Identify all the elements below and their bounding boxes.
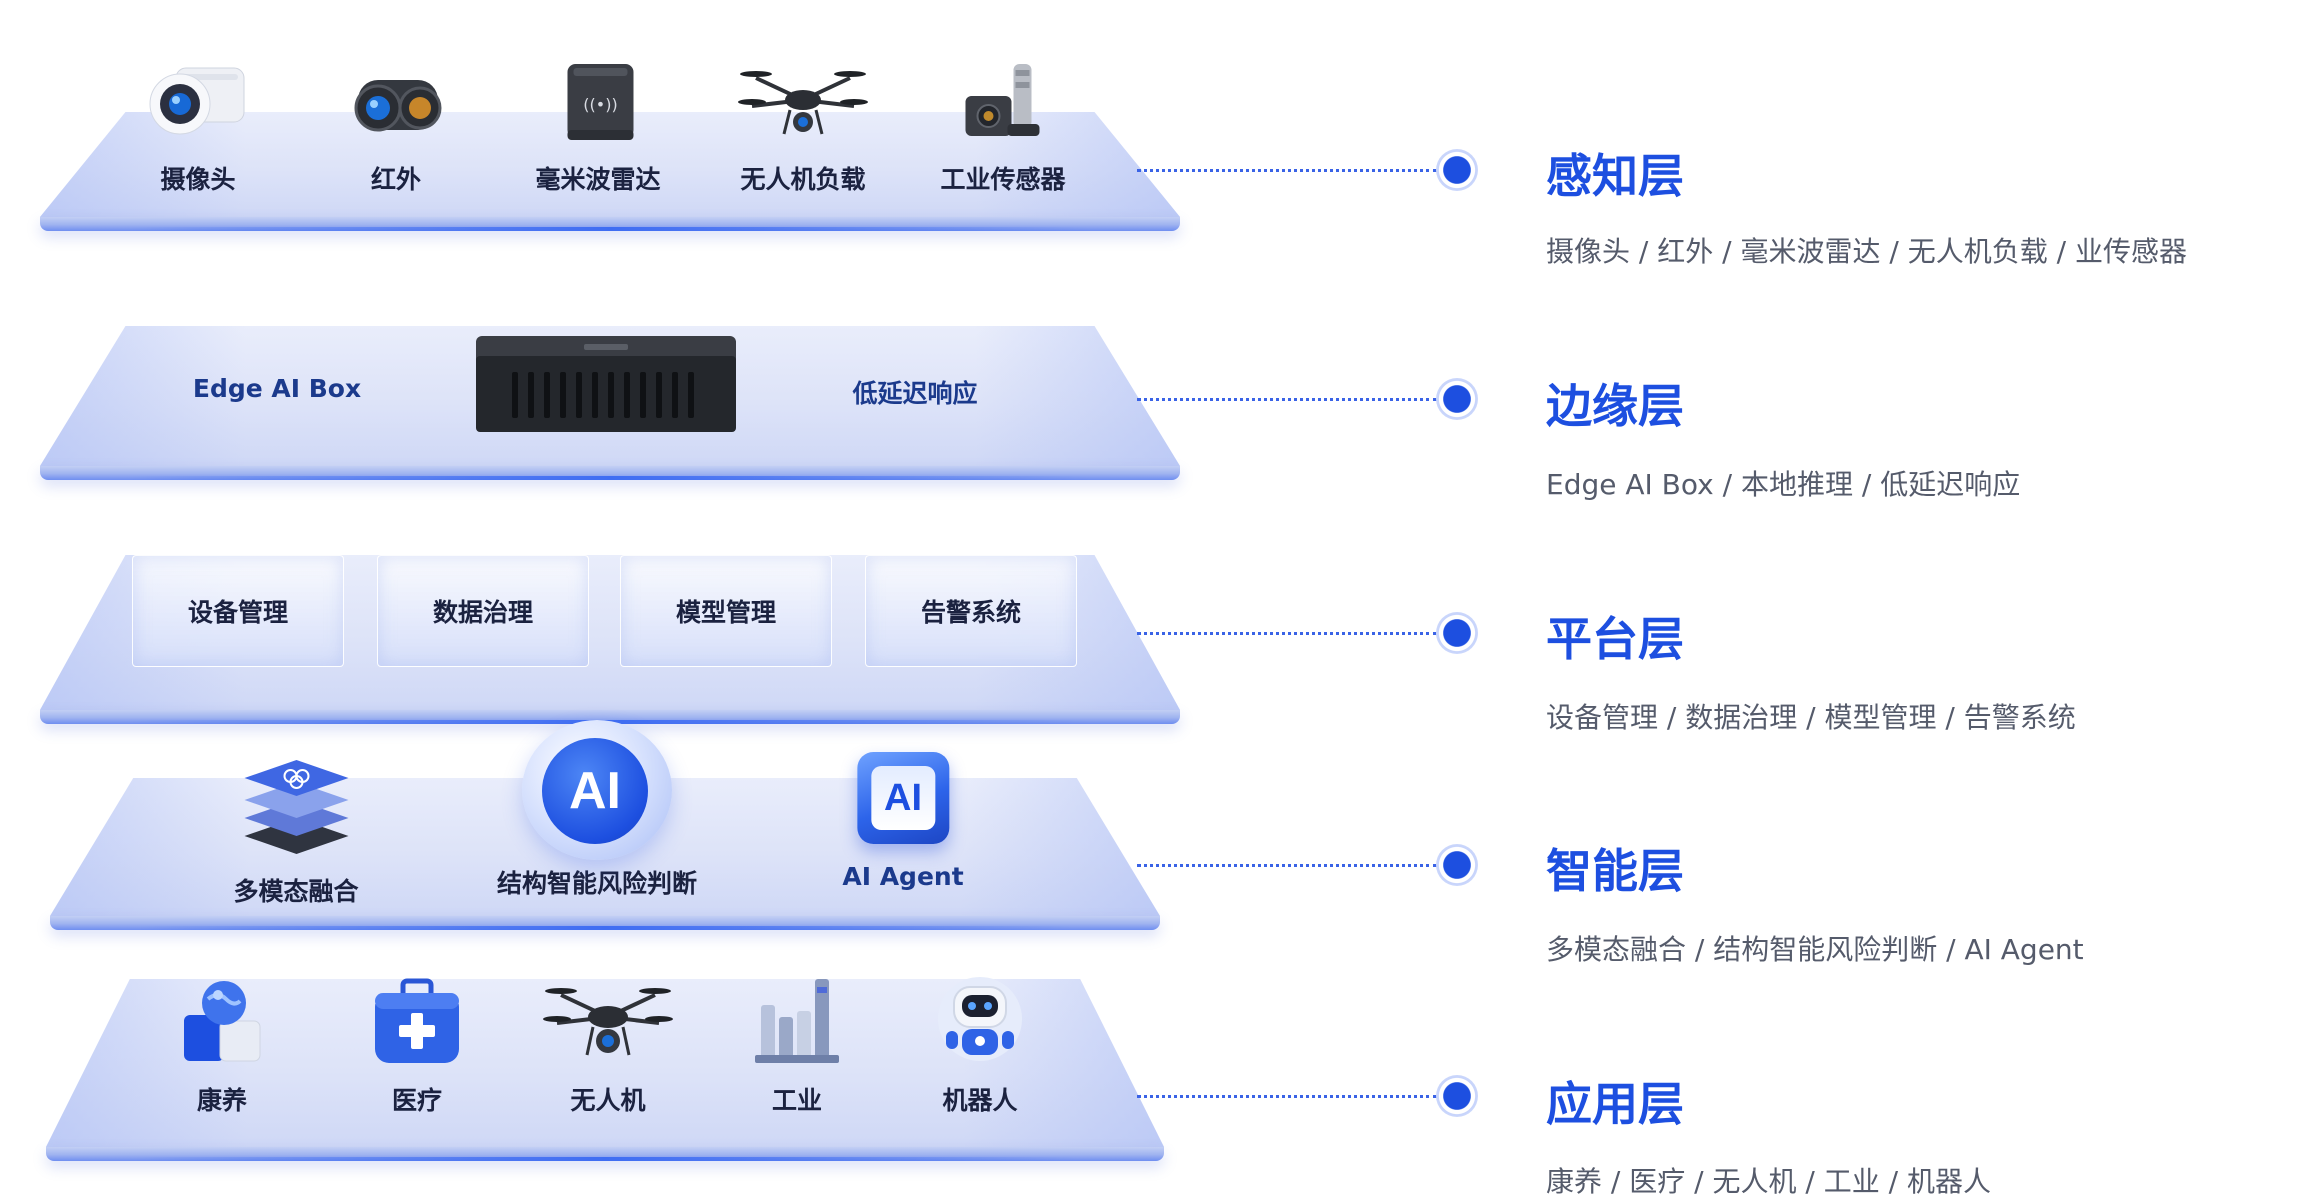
item-label: 数据治理 [432, 598, 533, 627]
layer-desc-perception: 摄像头 / 红外 / 毫米波雷达 / 无人机负载 / 业传感器 [1546, 235, 2187, 268]
layer-title-perception: 感知层 [1546, 149, 1684, 203]
connector-perception [1137, 169, 1437, 172]
item-drone-payload: 无人机负载 [738, 60, 868, 196]
item-robot: 机器人 [932, 975, 1028, 1117]
item-label: 低延迟响应 [852, 379, 978, 408]
item-low-latency: 低延迟响应 [852, 374, 977, 410]
item-label: 医疗 [391, 1086, 442, 1115]
item-label: 设备管理 [187, 598, 288, 627]
item-industry: 工业 [747, 975, 847, 1117]
pillar-model-management: 模型管理 [620, 555, 832, 667]
item-label: 模型管理 [675, 598, 776, 627]
dot-intelligence [1436, 844, 1478, 886]
medical-kit-icon [375, 978, 459, 1063]
layer-title-application: 应用层 [1546, 1077, 1684, 1131]
item-multimodal-fusion: 多模态融合 [233, 754, 359, 908]
connector-edge [1137, 398, 1437, 401]
item-camera: 摄像头 [146, 60, 250, 196]
layer-desc-edge: Edge AI Box / 本地推理 / 低延迟响应 [1546, 468, 2021, 501]
layer-title-edge: 边缘层 [1546, 379, 1684, 433]
stacked-layers-icon [243, 760, 348, 854]
item-label: 工业传感器 [940, 165, 1066, 194]
layer-title-intelligence: 智能层 [1546, 844, 1684, 898]
layer-intelligence: 多模态融合 AI 结构智能风险判断 AI AI Agent [0, 720, 1478, 940]
ai-badge-text: AI [884, 776, 922, 819]
connector-platform [1137, 632, 1437, 635]
connector-intelligence [1137, 864, 1437, 867]
item-elderly-care: 康养 [174, 975, 270, 1117]
pillar-device-management: 设备管理 [132, 555, 344, 667]
ai-cube-icon: AI [853, 748, 953, 852]
dot-application [1436, 1075, 1478, 1117]
item-label: 多模态融合 [233, 877, 359, 906]
item-medical: 医疗 [367, 975, 467, 1117]
globe-cube-icon [184, 981, 261, 1062]
robot-icon [938, 977, 1022, 1061]
item-label: Edge AI Box [192, 374, 362, 403]
dot-perception [1436, 149, 1478, 191]
item-risk-judgment: AI 结构智能风险判断 [497, 720, 697, 900]
item-radar: ((•)) 毫米波雷达 [535, 60, 661, 196]
layer-desc-platform: 设备管理 / 数据治理 / 模型管理 / 告警系统 [1546, 701, 2076, 734]
layer-title-platform: 平台层 [1546, 612, 1684, 666]
svg-text:((•)): ((•)) [583, 95, 617, 114]
drone-icon [543, 988, 673, 1056]
layer-desc-intelligence: 多模态融合 / 结构智能风险判断 / AI Agent [1546, 933, 2084, 966]
item-industrial-sensor: 工业传感器 [940, 60, 1066, 196]
connector-application [1137, 1095, 1437, 1098]
dot-platform [1436, 612, 1478, 654]
item-label: 毫米波雷达 [535, 165, 661, 194]
item-edge-ai-box: Edge AI Box [193, 374, 361, 403]
layer-application: 康养 医疗 [0, 975, 1478, 1175]
item-label: 康养 [196, 1086, 247, 1115]
radar-icon: ((•)) [566, 64, 633, 140]
layer-platform: 设备管理 数据治理 模型管理 告警系统 [0, 555, 1478, 725]
ai-badge-text: AI [568, 762, 621, 820]
item-label: 工业 [771, 1086, 822, 1115]
ai-sphere-icon: AI [512, 720, 682, 860]
edge-box-icon [476, 336, 736, 432]
item-label: 告警系统 [920, 598, 1021, 627]
item-label: AI Agent [842, 862, 964, 891]
pillar-data-governance: 数据治理 [377, 555, 589, 667]
item-label: 无人机负载 [740, 165, 866, 194]
layer-desc-application: 康养 / 医疗 / 无人机 / 工业 / 机器人 [1546, 1165, 1991, 1198]
layer-perception: 摄像头 红外 ((•)) 毫米波雷达 [0, 60, 1478, 240]
industrial-sensor-icon [964, 64, 1039, 136]
item-label: 结构智能风险判断 [496, 869, 698, 898]
factory-icon [755, 979, 839, 1063]
dot-edge [1436, 378, 1478, 420]
item-label: 摄像头 [160, 165, 236, 194]
item-label: 红外 [370, 165, 421, 194]
item-label: 无人机 [570, 1086, 646, 1115]
drone-payload-icon [738, 71, 868, 135]
item-drone: 无人机 [543, 975, 673, 1117]
pillar-alert-system: 告警系统 [865, 555, 1077, 667]
layer-edge: Edge AI Box 低延迟响应 [0, 320, 1478, 490]
item-infrared: 红外 [344, 66, 448, 196]
infrared-camera-icon [354, 80, 442, 132]
camera-icon [149, 67, 245, 135]
item-ai-agent: AI AI Agent [842, 748, 964, 891]
item-label: 机器人 [942, 1086, 1018, 1115]
